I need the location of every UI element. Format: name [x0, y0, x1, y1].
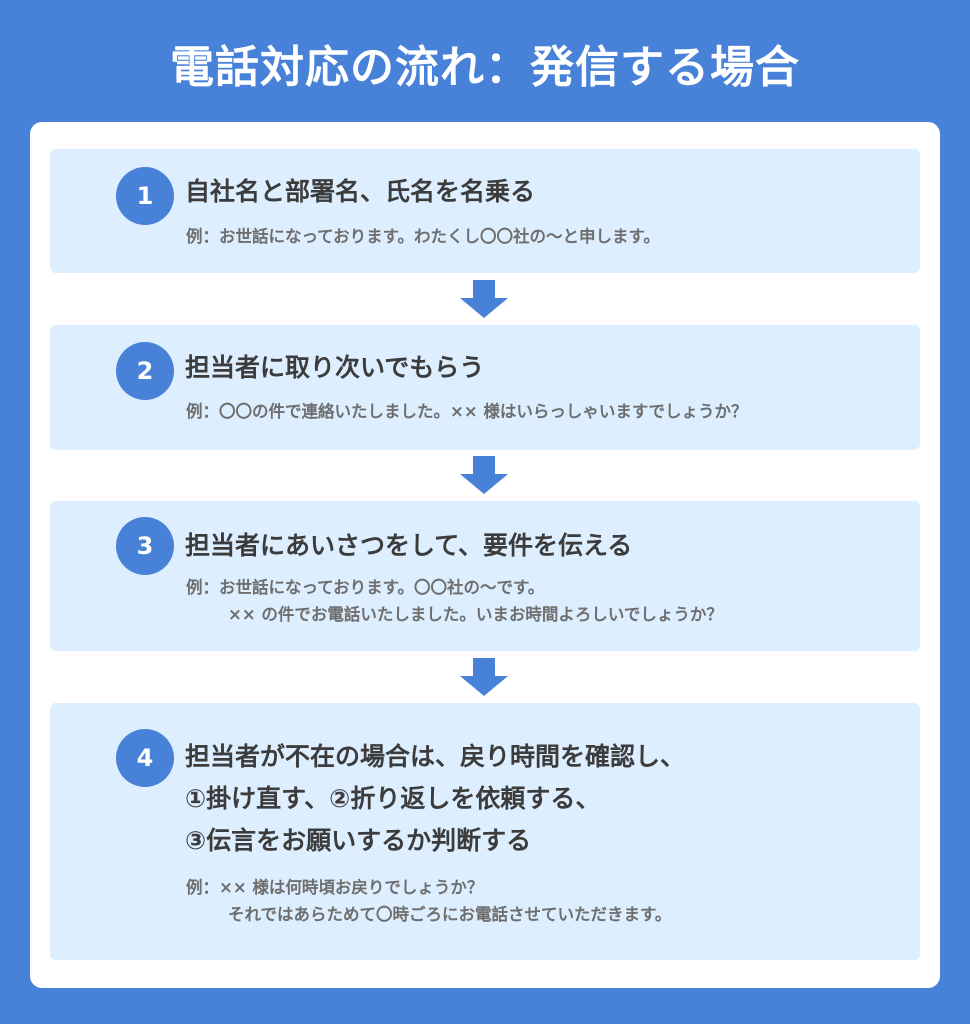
step-heading-line: 自社名と部署名、氏名を名乗る — [185, 177, 536, 206]
step-heading-line: ③伝言をお願いするか判断する — [185, 826, 532, 855]
step-heading: 担当者が不在の場合は、戻り時間を確認し、 ①掛け直す、②折り返しを依頼する、 ③… — [185, 736, 900, 862]
step-1: 1 自社名と部署名、氏名を名乗る 例：お世話になっております。わたくし〇〇社の～… — [50, 149, 920, 273]
step-3: 3 担当者にあいさつをして、要件を伝える 例：お世話になっております。〇〇社の～… — [50, 501, 920, 651]
step-example: 例：お世話になっております。〇〇社の～です。 ×× の件でお電話いたしました。い… — [186, 574, 910, 628]
step-heading-line: ①掛け直す、②折り返しを依頼する、 — [185, 784, 601, 813]
step-heading-line: 担当者が不在の場合は、戻り時間を確認し、 — [185, 742, 686, 771]
step-4: 4 担当者が不在の場合は、戻り時間を確認し、 ①掛け直す、②折り返しを依頼する、… — [50, 703, 920, 960]
down-arrow-icon — [460, 280, 508, 318]
example-line: 例：お世話になっております。〇〇社の～です。 — [186, 578, 545, 597]
step-heading: 自社名と部署名、氏名を名乗る — [185, 170, 900, 214]
page-title: 電話対応の流れ：発信する場合 — [170, 42, 800, 93]
step-heading: 担当者に取り次いでもらう — [185, 346, 900, 390]
example-line: 例：お世話になっております。わたくし〇〇社の～と申します。 — [186, 227, 660, 246]
step-example: 例：×× 様は何時頃お戻りでしょうか？ それではあらためて〇時ごろにお電話させて… — [186, 874, 910, 928]
step-heading: 担当者にあいさつをして、要件を伝える — [185, 524, 900, 568]
step-number-badge: 1 — [116, 167, 174, 225]
example-line: ×× の件でお電話いたしました。いまお時間よろしいでしょうか？ — [228, 605, 723, 624]
step-heading-line: 担当者に取り次いでもらう — [185, 353, 485, 382]
step-number-badge: 3 — [116, 517, 174, 575]
step-number-badge: 2 — [116, 342, 174, 400]
step-example: 例：お世話になっております。わたくし〇〇社の～と申します。 — [186, 223, 910, 250]
example-line: 例：〇〇の件で連絡いたしました。×× 様はいらっしゃいますでしょうか？ — [186, 402, 748, 421]
step-example: 例：〇〇の件で連絡いたしました。×× 様はいらっしゃいますでしょうか？ — [186, 398, 910, 425]
example-line: それではあらためて〇時ごろにお電話させていただきます。 — [228, 905, 672, 924]
flow-panel: 1 自社名と部署名、氏名を名乗る 例：お世話になっております。わたくし〇〇社の～… — [30, 122, 940, 988]
step-number-badge: 4 — [116, 729, 174, 787]
step-2: 2 担当者に取り次いでもらう 例：〇〇の件で連絡いたしました。×× 様はいらっし… — [50, 325, 920, 450]
down-arrow-icon — [460, 456, 508, 494]
example-line: 例：×× 様は何時頃お戻りでしょうか？ — [186, 878, 484, 897]
step-heading-line: 担当者にあいさつをして、要件を伝える — [185, 531, 633, 560]
down-arrow-icon — [460, 658, 508, 696]
